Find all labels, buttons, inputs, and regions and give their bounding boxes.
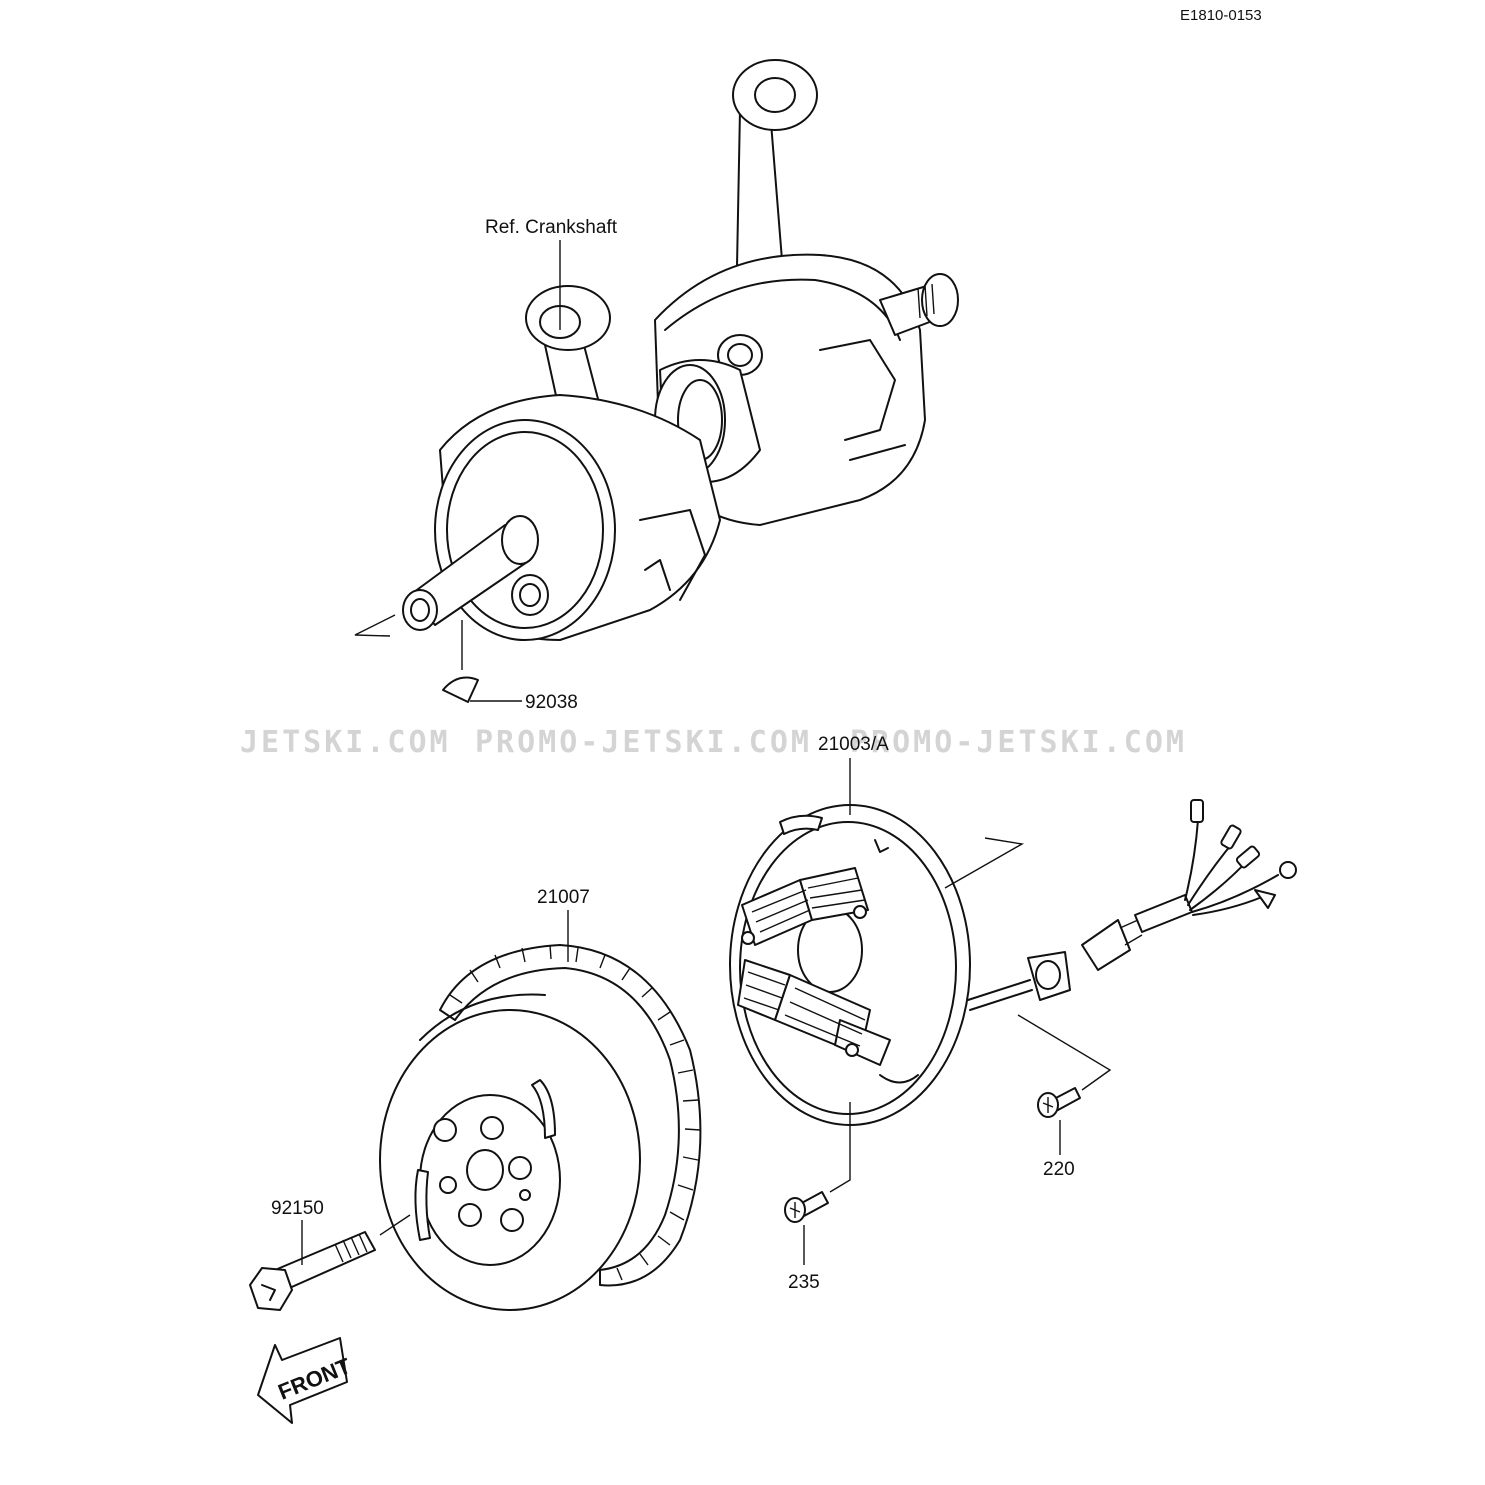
screw-235-drawing [784, 1191, 829, 1223]
flywheel-drawing [379, 944, 702, 1311]
label-flywheel-bolt: 92150 [271, 1198, 324, 1219]
drawing-code: E1810-0153 [1180, 7, 1262, 24]
leader-screw-220-a [1017, 1014, 1112, 1091]
woodruff-key [442, 676, 479, 703]
axis-line-stator [944, 837, 1025, 889]
label-key: 92038 [525, 692, 578, 713]
label-ref-crankshaft: Ref. Crankshaft [485, 217, 618, 238]
label-stator: 21003/A [818, 734, 889, 755]
watermark-2: PROMO-JETSKI.COM [475, 725, 812, 760]
watermark-3: PROMO-JETSKI.COM [850, 725, 1187, 760]
stator-drawing [729, 799, 1297, 1126]
label-screw-220: 220 [1043, 1159, 1075, 1180]
label-flywheel: 21007 [537, 887, 590, 908]
flywheel-bolt-drawing [249, 1231, 376, 1311]
watermark-1: JETSKI.COM [240, 725, 451, 760]
axis-line-crankshaft [354, 614, 396, 637]
screw-220-drawing [1037, 1087, 1081, 1118]
crankshaft-drawing [402, 59, 959, 641]
front-arrow: FRONT [257, 1337, 355, 1424]
label-screw-235: 235 [788, 1272, 820, 1293]
leader-screw-235-a [829, 1102, 851, 1193]
axis-line-bolt [379, 1214, 411, 1236]
